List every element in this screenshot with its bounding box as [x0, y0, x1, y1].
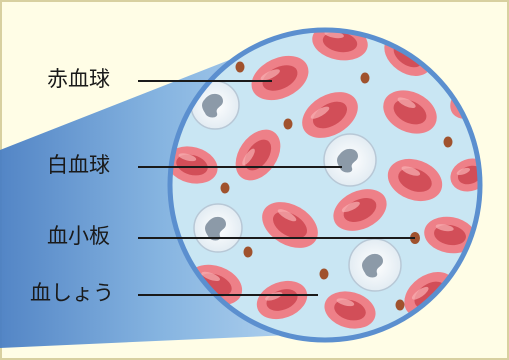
- label-platelet: 血小板: [47, 226, 110, 247]
- platelet: [444, 137, 453, 148]
- platelet: [361, 73, 370, 84]
- platelet: [236, 62, 245, 73]
- platelet: [244, 247, 253, 258]
- label-plasma: 血しょう: [30, 283, 114, 304]
- platelet: [221, 183, 230, 194]
- platelet: [396, 300, 405, 311]
- label-red-blood-cell: 赤血球: [47, 69, 110, 90]
- platelet: [284, 119, 293, 130]
- label-white-blood-cell: 白血球: [47, 155, 110, 176]
- white-blood-cell: [324, 134, 376, 186]
- white-blood-cell: [194, 204, 242, 252]
- white-blood-cell: [349, 239, 401, 291]
- platelet: [320, 269, 329, 280]
